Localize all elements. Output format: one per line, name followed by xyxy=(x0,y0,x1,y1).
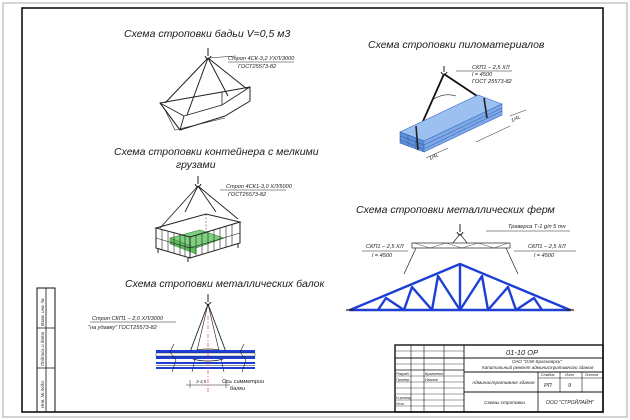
name-cell: Кравченко xyxy=(425,372,443,376)
inner-frame xyxy=(21,7,604,413)
stage-label: Стадия xyxy=(541,373,555,377)
title-container-line2: грузами xyxy=(176,159,216,171)
beam-dimension: 3-3,5 xyxy=(196,379,207,384)
truss-sling-right: СКП1 – 2,5 ХЛ xyxy=(528,244,566,250)
bucket-diagram xyxy=(159,48,251,131)
beam-bottom xyxy=(156,362,255,364)
role-cell: Утв. xyxy=(396,402,405,406)
traverse-beam xyxy=(411,242,511,249)
company-name: ООО "СТРОЙЛАЙН" xyxy=(546,398,594,406)
sheet-label: Лист xyxy=(564,373,574,377)
side-stamp: Взам. инв. № Подпись и дата Инв. № подл. xyxy=(36,287,56,413)
beams-diagram xyxy=(155,294,256,392)
side-stamp-cell: Подпись и дата xyxy=(40,331,45,366)
beam-sling-gost: "на удавку" ГОСТ25573-82 xyxy=(88,325,158,331)
lumber-sling-gost: ГОСТ 25573-82 xyxy=(472,79,513,85)
bucket-sling-gost: ГОСТ25573-82 xyxy=(238,64,277,70)
sheet-name: Схемы строповки xyxy=(484,400,525,406)
side-stamp-cell: Инв. № подл. xyxy=(40,380,45,408)
title-block xyxy=(394,344,604,413)
role-cell: Разраб. xyxy=(396,372,410,376)
lumber-diagram xyxy=(399,66,527,159)
bucket-sling-label: Строп 4СК-3,2 УХЛ/3000 xyxy=(228,56,295,62)
container-diagram xyxy=(154,176,242,262)
stage-value: РП xyxy=(544,383,552,389)
side-stamp-cell: Взам. инв. № xyxy=(40,298,45,326)
beam-axis-label-2: балки xyxy=(230,386,245,392)
beam-axis-label: Ось симметрии xyxy=(222,379,264,385)
role-cell: Н.контр. xyxy=(396,396,412,400)
lumber-dimension: 1/4L xyxy=(510,114,522,124)
container-sling-gost: ГОСТ25573-82 xyxy=(228,192,267,198)
truss-sling-right-length: l = 4500 xyxy=(534,253,555,259)
org-name: ОАО "ОЭК-Красноярск" xyxy=(512,359,562,364)
role-cell: Провер. xyxy=(396,378,410,382)
project-name: Капитальный ремонт административного зда… xyxy=(482,364,594,370)
lumber-sling-length: l = 4500 xyxy=(472,72,493,78)
steel-truss xyxy=(348,262,572,312)
title-lumber: Схема строповки пиломатериалов xyxy=(368,39,545,51)
beam-sling-label: Строп СКП1 – 2,0 ХЛ/3000 xyxy=(92,316,164,322)
name-cell: Иванов xyxy=(425,378,438,382)
traverse-label: Траверса Т-1 g/п 5 тн xyxy=(508,224,566,230)
title-beams: Схема строповки металлических балок xyxy=(125,278,325,290)
title-container-line1: Схема строповки контейнера с мелкими xyxy=(114,146,319,158)
drawing-code: 01-10 ОР xyxy=(506,348,538,357)
truss-sling-left: СКП1 – 2,5 ХЛ xyxy=(366,244,404,250)
sheets-label: Листов xyxy=(584,373,598,377)
title-bucket: Схема строповки бадьи V=0,5 м3 xyxy=(124,28,290,40)
container-sling-label: Строп 4СК1-3,0 ХЛ/5000 xyxy=(226,184,293,190)
sheet-number: 9 xyxy=(568,383,571,389)
beam-top xyxy=(156,350,255,353)
lumber-dimension: 1/4L xyxy=(428,152,440,162)
title-trusses: Схема строповки металлических ферм xyxy=(356,204,555,216)
truss-sling-left-length: l = 4500 xyxy=(372,253,393,259)
lumber-sling-label: СКП1 – 2,5 ХЛ xyxy=(472,65,510,71)
building-name: Административное здание xyxy=(471,380,535,386)
truss-diagram xyxy=(346,224,574,312)
